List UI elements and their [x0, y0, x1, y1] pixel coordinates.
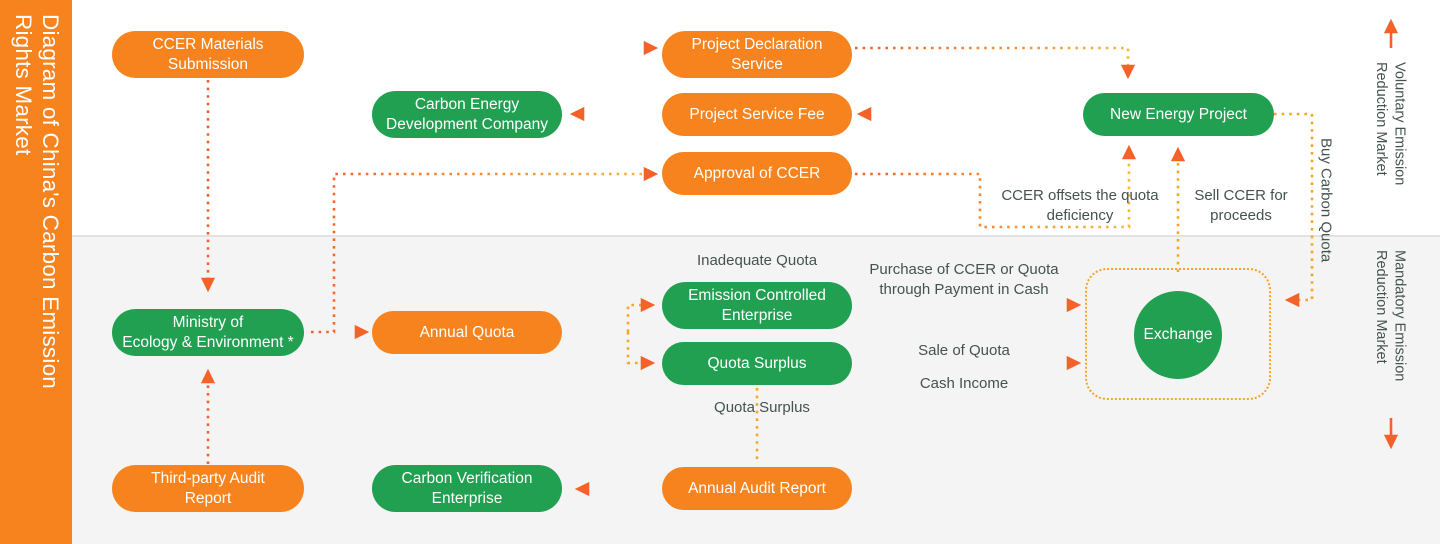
market-divider — [72, 235, 1440, 237]
label-purchase-of-ccer-or-quota: Purchase of CCER or Quota through Paymen… — [869, 261, 1059, 298]
node-approval-of-ccer[interactable]: Approval of CCER — [662, 152, 852, 195]
node-third-party-audit-report[interactable]: Third-party Audit Report — [112, 465, 304, 512]
node-project-service-fee[interactable]: Project Service Fee — [662, 93, 852, 136]
node-annual-quota[interactable]: Annual Quota — [372, 311, 562, 354]
node-ministry-of-ecology-environment[interactable]: Ministry of Ecology & Environment * — [112, 309, 304, 356]
node-exchange[interactable]: Exchange — [1134, 291, 1222, 379]
label-sale-of-quota: Sale of Quota — [918, 342, 1010, 359]
node-annual-audit-report[interactable]: Annual Audit Report — [662, 467, 852, 510]
label-inadequate-quota: Inadequate Quota — [696, 252, 818, 269]
title-sidebar: Diagram of China's Carbon Emission Right… — [0, 0, 72, 544]
side-label-voluntary-market: Voluntary Emission Reduction Market — [1373, 62, 1408, 186]
label-cash-income: Cash Income — [919, 375, 1009, 392]
exchange-container — [1085, 268, 1271, 400]
node-emission-controlled-enterprise[interactable]: Emission Controlled Enterprise — [662, 282, 852, 329]
node-new-energy-project[interactable]: New Energy Project — [1083, 93, 1274, 136]
label-sell-ccer-for-proceeds: Sell CCER for proceeds — [1194, 187, 1288, 224]
label-quota-surplus-lower: Quota Surplus — [714, 399, 810, 416]
page-title: Diagram of China's Carbon Emission Right… — [11, 14, 63, 389]
node-carbon-verification-enterprise[interactable]: Carbon Verification Enterprise — [372, 465, 562, 512]
label-buy-carbon-quota: Buy Carbon Quota — [1317, 138, 1335, 263]
node-ccer-materials-submission[interactable]: CCER Materials Submission — [112, 31, 304, 78]
label-ccer-offsets-quota-deficiency: CCER offsets the quota deficiency — [1001, 187, 1159, 224]
side-label-mandatory-market: Mandatory Emission Reduction Market — [1373, 250, 1408, 382]
node-quota-surplus[interactable]: Quota Surplus — [662, 342, 852, 385]
node-carbon-energy-development-company[interactable]: Carbon Energy Development Company — [372, 91, 562, 138]
node-project-declaration-service[interactable]: Project Declaration Service — [662, 31, 852, 78]
